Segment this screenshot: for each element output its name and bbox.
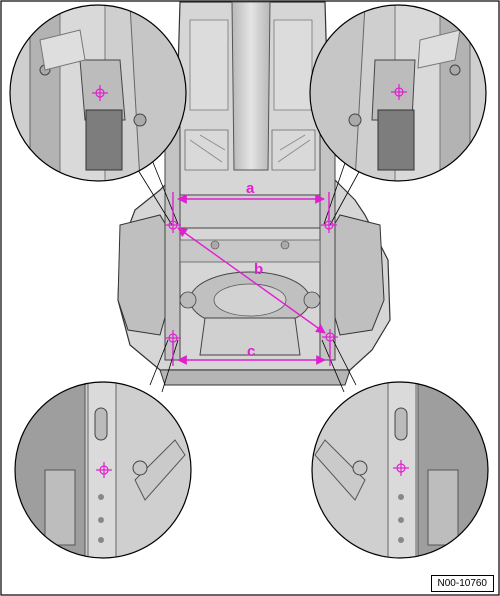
dimension-b-line [177, 227, 326, 334]
figure-id-label: N00-10760 [430, 575, 494, 592]
crosshair-circle-icon [322, 329, 338, 345]
dimension-label-a: a [246, 180, 255, 197]
crosshair-circle-icon [92, 85, 108, 101]
crosshair-circle-icon [393, 460, 409, 476]
detail-view-top-right [309, 4, 487, 182]
detail-view-bottom-right [311, 381, 489, 559]
leader-lines [137, 159, 361, 393]
measurement-lines [172, 192, 331, 366]
crosshair-circle-icon [96, 462, 112, 478]
crosshair-circle-icon [391, 84, 407, 100]
dimension-label-b: b [254, 261, 263, 278]
dimension-label-c: c [247, 343, 255, 360]
